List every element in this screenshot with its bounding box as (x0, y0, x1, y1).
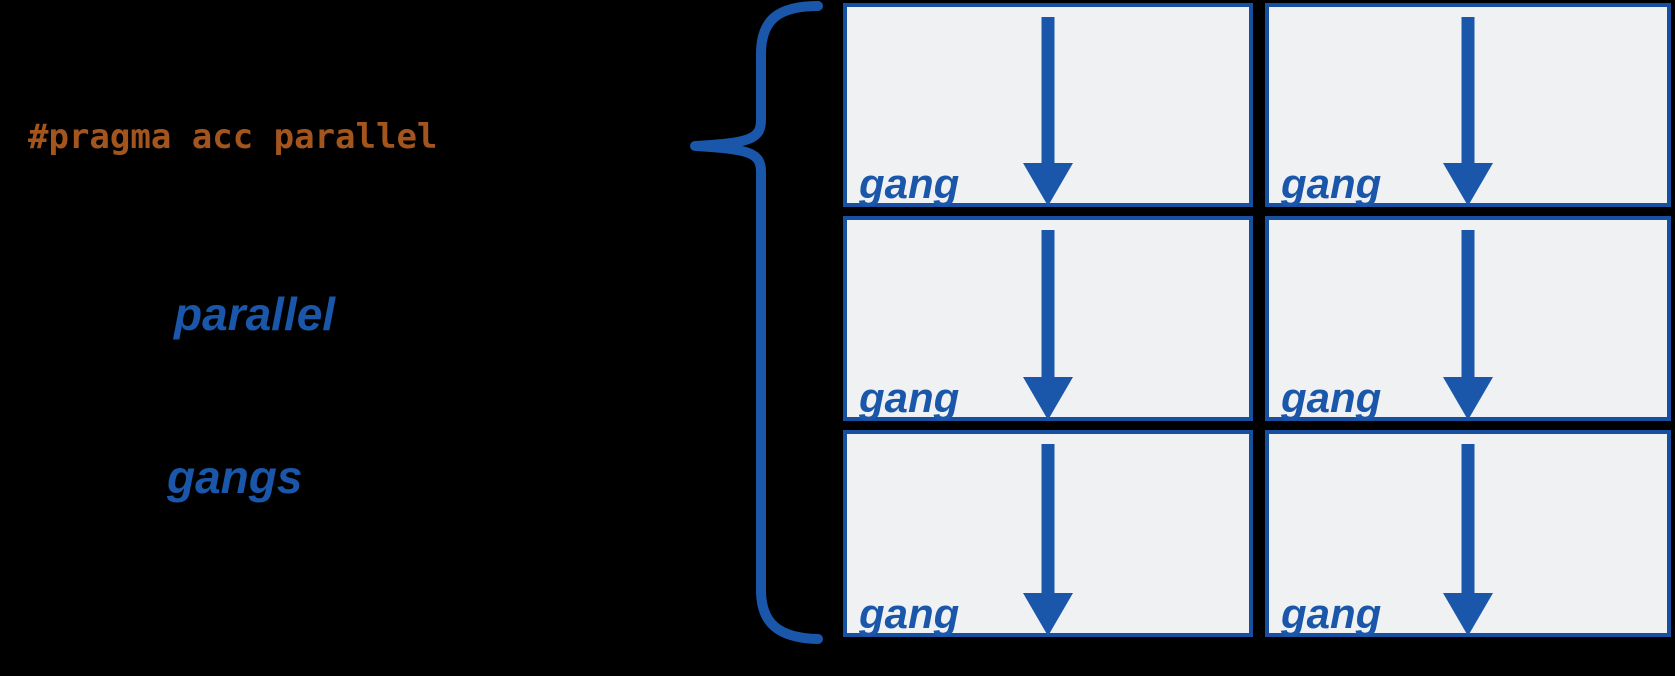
pragma-code-label: #pragma acc parallel (28, 117, 438, 157)
arrow-shaft (1461, 444, 1475, 596)
gang-box-label: gang (1281, 590, 1382, 637)
arrow-head (1023, 593, 1073, 636)
down-arrow-icon (1442, 444, 1494, 636)
parallel-construct-label: parallel (174, 288, 336, 340)
arrow-shaft (1041, 444, 1055, 596)
arrow-head (1443, 593, 1493, 636)
arrow-head (1023, 377, 1073, 420)
arrow-head (1443, 377, 1493, 420)
arrow-shaft (1041, 230, 1055, 380)
arrow-shaft (1461, 17, 1475, 166)
gang-box: gang (843, 430, 1253, 637)
arrow-head (1443, 163, 1493, 206)
down-arrow-icon (1022, 230, 1074, 420)
gang-box: gang (843, 3, 1253, 207)
gang-box: gang (1265, 430, 1671, 637)
gang-box: gang (1265, 216, 1671, 421)
gang-box-label: gang (1281, 160, 1382, 207)
gangs-label: gangs (167, 451, 303, 503)
gang-box-label: gang (1281, 374, 1382, 421)
arrow-head (1023, 163, 1073, 206)
arrow-shaft (1461, 230, 1475, 380)
down-arrow-icon (1022, 444, 1074, 636)
arrow-shaft (1041, 17, 1055, 166)
gang-box-label: gang (859, 374, 960, 421)
gang-box: gang (843, 216, 1253, 421)
gang-box: gang (1265, 3, 1671, 207)
down-arrow-icon (1022, 17, 1074, 206)
down-arrow-icon (1442, 17, 1494, 206)
gang-box-label: gang (859, 160, 960, 207)
gang-box-label: gang (859, 590, 960, 637)
left-curly-brace-icon (690, 1, 823, 644)
down-arrow-icon (1442, 230, 1494, 420)
